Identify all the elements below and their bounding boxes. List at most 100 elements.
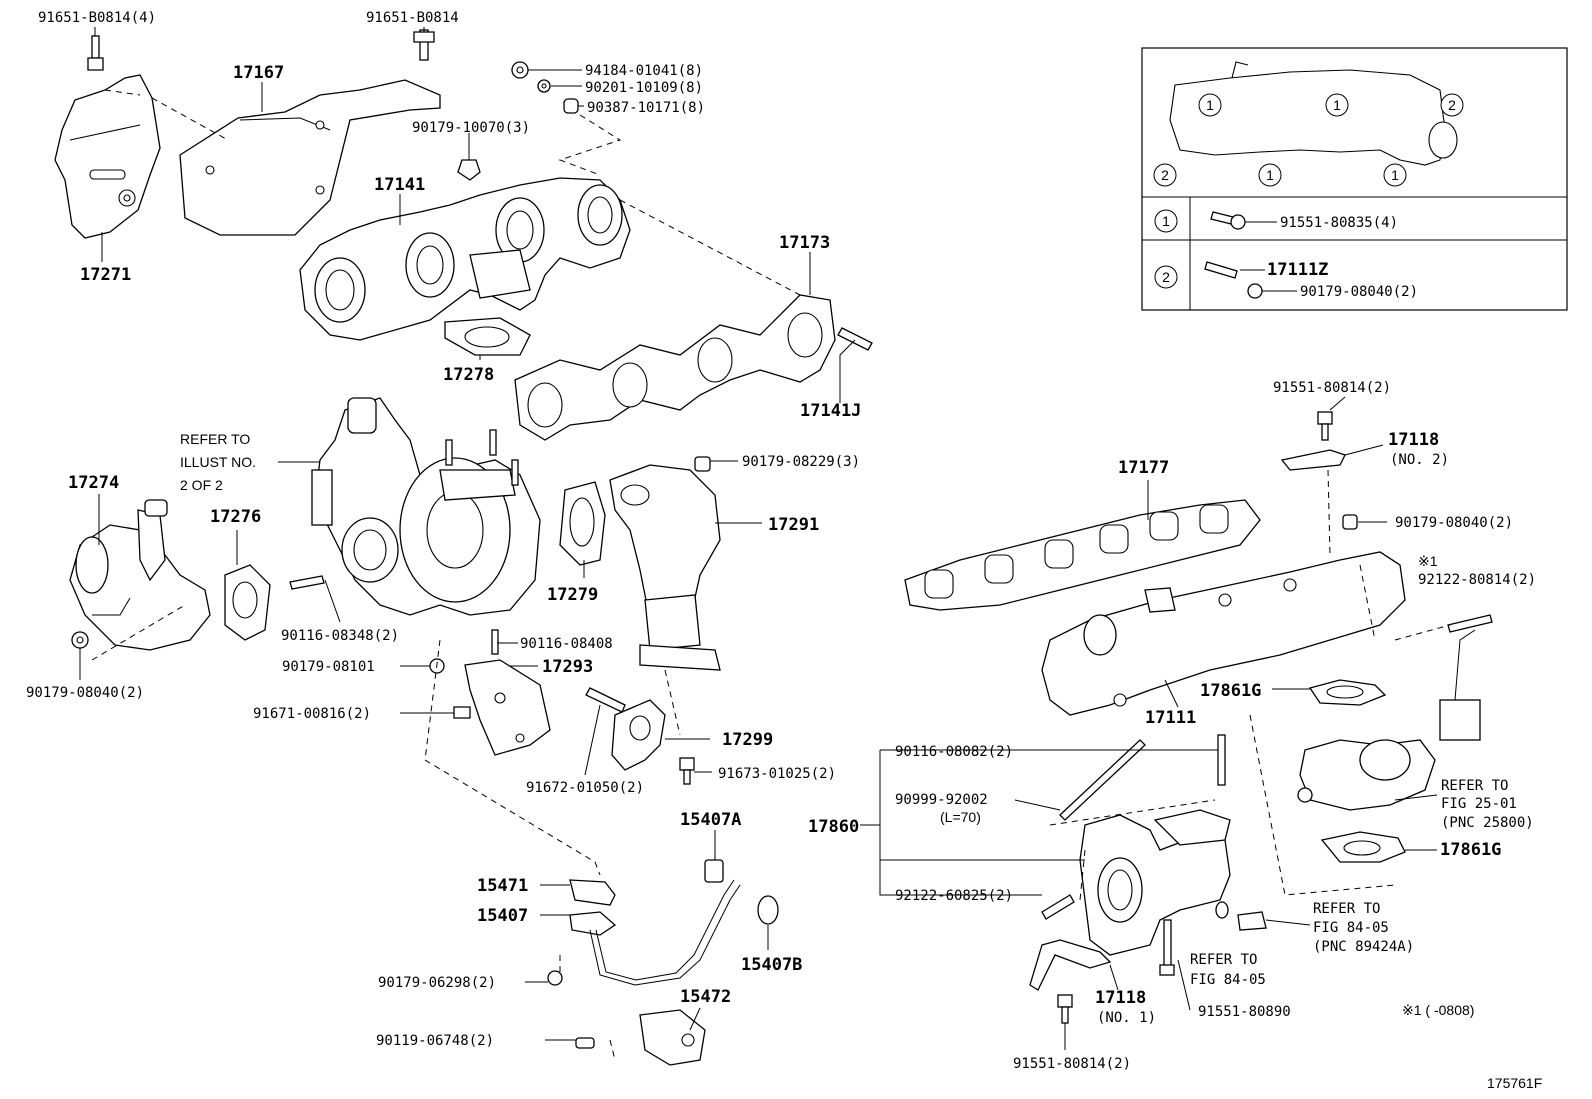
gasket-17177 xyxy=(904,499,1261,611)
gasket-17279 xyxy=(559,481,606,566)
label-refer-fig84a-2: FIG 84-05 xyxy=(1313,920,1389,936)
label-91551-80814-bottom: 91551-80814(2) xyxy=(1013,1056,1131,1072)
label-15407a: 15407A xyxy=(680,810,741,830)
label-17299: 17299 xyxy=(722,730,773,750)
throttle-body-17860 xyxy=(1079,809,1231,956)
bolt-91673-01025 xyxy=(679,757,695,785)
stud-90116-08408 xyxy=(491,629,499,655)
inset-circle-1a: 1 xyxy=(1206,97,1214,113)
label-17293: 17293 xyxy=(542,657,593,677)
label-90116-08408: 90116-08408 xyxy=(520,636,613,652)
bolt-91651-b0814-4 xyxy=(87,35,104,71)
nut-90179-08040-left xyxy=(71,631,89,649)
label-17291: 17291 xyxy=(768,515,819,535)
stud-17141j xyxy=(837,327,873,351)
label-90201: 90201-10109(8) xyxy=(585,80,703,96)
label-90179-08101: 90179-08101 xyxy=(282,659,375,675)
stud-92122-60825 xyxy=(1041,894,1075,920)
intake-manifold-17111 xyxy=(1041,551,1406,716)
inset-circle-2b: 2 xyxy=(1161,167,1169,183)
label-refer-fig84a-3: (PNC 89424A) xyxy=(1313,939,1414,955)
label-17276: 17276 xyxy=(210,507,261,527)
inset-row1-circle: 1 xyxy=(1162,213,1170,229)
egr-valve xyxy=(1297,629,1481,811)
label-17274: 17274 xyxy=(68,473,119,493)
label-94184: 94184-01041(8) xyxy=(585,63,703,79)
pin-90999-92002 xyxy=(1059,739,1146,821)
label-91671: 91671-00816(2) xyxy=(253,706,371,722)
label-15407b: 15407B xyxy=(741,955,802,975)
bracket-17118-no2 xyxy=(1280,449,1346,471)
heat-insulator-17271 xyxy=(54,74,161,239)
label-90179-08040-right: 90179-08040(2) xyxy=(1395,515,1513,531)
inset-box xyxy=(1141,47,1568,311)
bolt-91551-80814-bottom xyxy=(1057,994,1073,1024)
label-17177: 17177 xyxy=(1118,458,1169,478)
label-17860: 17860 xyxy=(808,817,859,837)
label-17861g-b: 17861G xyxy=(1440,840,1501,860)
label-refer-fig25-1: REFER TO xyxy=(1441,778,1508,794)
exhaust-manifold-17141 xyxy=(299,177,631,341)
sensor-washer xyxy=(1215,901,1229,919)
gasket-17861g-b xyxy=(1320,831,1406,863)
inset-circle-1d: 1 xyxy=(1391,167,1399,183)
label-15471: 15471 xyxy=(477,876,528,896)
gasket-15407b xyxy=(757,895,779,925)
collar-90387 xyxy=(563,98,579,114)
label-91673: 91673-01025(2) xyxy=(718,766,836,782)
label-91651-b0814-4: 91651-B0814(4) xyxy=(38,10,156,26)
label-17279: 17279 xyxy=(547,585,598,605)
footnote: ※1 ( -0808) xyxy=(1402,1002,1474,1018)
inset-row2-nut xyxy=(1247,283,1263,299)
label-17861g-a: 17861G xyxy=(1200,681,1261,701)
label-90119: 90119-06748(2) xyxy=(376,1033,494,1049)
label-17278: 17278 xyxy=(443,365,494,385)
inset-row1-bolt xyxy=(1210,211,1246,230)
label-refer-fig84a-1: REFER TO xyxy=(1313,901,1380,917)
bolt-91651-b0814 xyxy=(413,29,435,61)
inset-row2-part-b: 90179-08040(2) xyxy=(1300,284,1418,300)
stud-92122-80814 xyxy=(1447,614,1493,633)
label-91672: 91672-01050(2) xyxy=(526,780,644,796)
inset-circle-1c: 1 xyxy=(1266,167,1274,183)
label-17118-no1: 17118 xyxy=(1095,988,1146,1008)
bracket-17118-no1 xyxy=(1029,939,1112,991)
label-90179-08040-left: 90179-08040(2) xyxy=(26,685,144,701)
label-15472: 15472 xyxy=(680,987,731,1007)
label-17118-no2: 17118 xyxy=(1388,430,1439,450)
bracket-17293 xyxy=(464,659,551,756)
label-17167: 17167 xyxy=(233,63,284,83)
gasket-17278 xyxy=(444,317,531,356)
label-17271: 17271 xyxy=(80,265,131,285)
label-note1-mark: ※1 xyxy=(1418,553,1438,569)
inset-circle-2a: 2 xyxy=(1448,97,1456,113)
label-90179-10070: 90179-10070(3) xyxy=(412,120,530,136)
label-refer-illust-3: 2 OF 2 xyxy=(180,477,223,493)
bolt-91551-80890 xyxy=(1159,919,1175,976)
label-refer-illust-1: REFER TO xyxy=(180,431,250,447)
label-91551-80890: 91551-80890 xyxy=(1198,1004,1291,1020)
turbo-outlet-elbow-17274 xyxy=(69,499,211,651)
bolt-90119-06748 xyxy=(575,1037,595,1049)
label-17141j: 17141J xyxy=(800,401,861,421)
label-90387: 90387-10171(8) xyxy=(587,100,705,116)
label-refer-fig84b-2: FIG 84-05 xyxy=(1190,972,1266,988)
nut-90179-08040-right xyxy=(1342,514,1358,530)
label-90116-08348: 90116-08348(2) xyxy=(281,628,399,644)
inset-row1-part: 91551-80835(4) xyxy=(1280,215,1398,231)
label-90116-08082: 90116-08082(2) xyxy=(895,744,1013,760)
exhaust-pipe-17291 xyxy=(609,464,721,671)
bolt-91551-80814-top xyxy=(1317,411,1333,441)
label-90179-06298: 90179-06298(2) xyxy=(378,975,496,991)
label-90999: 90999-92002 xyxy=(895,792,988,808)
label-90999-sub: (L=70) xyxy=(940,809,981,825)
sensor-plug xyxy=(1237,911,1267,931)
inset-circle-1b: 1 xyxy=(1333,97,1341,113)
bracket-17299 xyxy=(611,699,666,771)
label-refer-illust-2: ILLUST NO. xyxy=(180,454,256,470)
label-refer-fig84b-1: REFER TO xyxy=(1190,952,1257,968)
oil-pipe-15407 xyxy=(569,879,741,1066)
label-17118-no2-sub: (NO. 2) xyxy=(1390,452,1449,468)
